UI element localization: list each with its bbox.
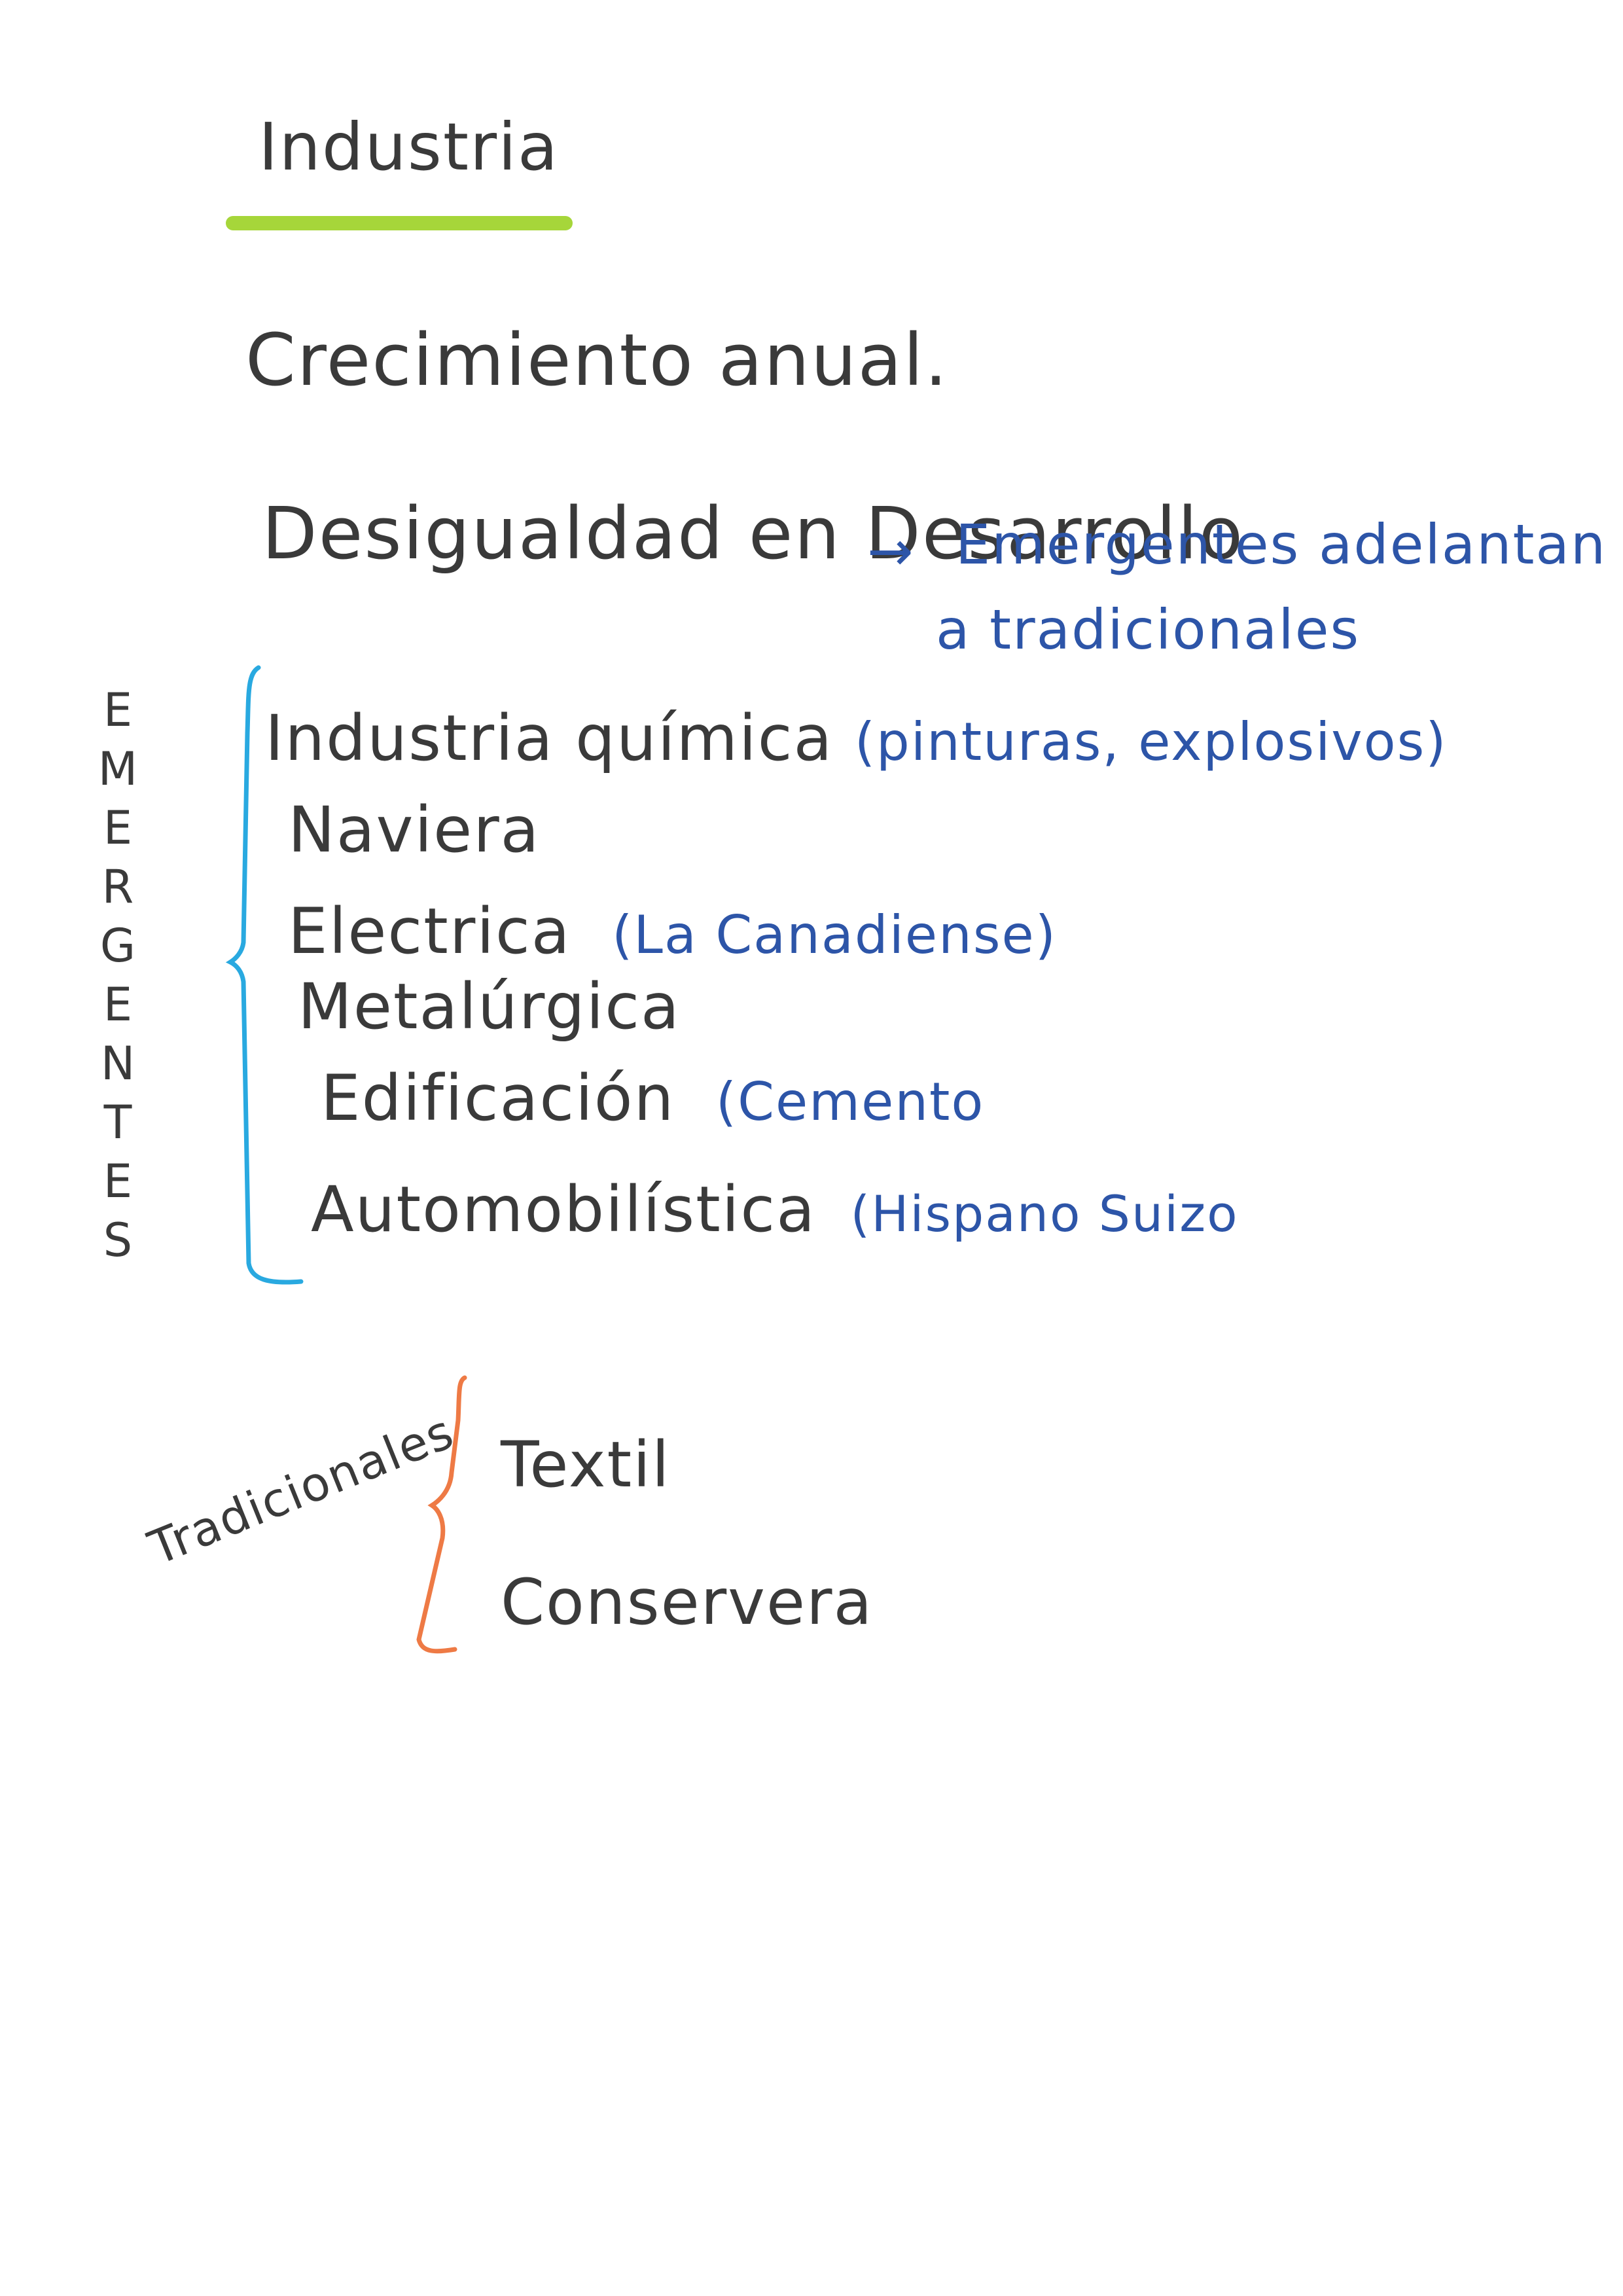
note-crecimiento: Crecimiento anual. bbox=[245, 318, 949, 402]
list-item-naviera: Naviera bbox=[288, 798, 540, 861]
list-item-label: Electrica bbox=[288, 895, 571, 968]
tradicionales-bracket bbox=[416, 1375, 467, 1654]
vertical-letter: R bbox=[101, 860, 134, 914]
list-item-automobilistica: Automobilística (Hispano Suizo bbox=[311, 1178, 1239, 1241]
list-item-edificacion: Edificación (Cemento bbox=[321, 1067, 984, 1130]
vertical-letter: N bbox=[100, 1037, 135, 1090]
list-item-quimica: Industria química (pinturas, explosivos) bbox=[265, 707, 1447, 770]
note-desigualdad: Desigualdad en Desarrollo bbox=[262, 492, 1245, 575]
list-item-electrica: Electrica (La Canadiense) bbox=[288, 900, 1057, 963]
list-item-label: Automobilística bbox=[311, 1173, 817, 1246]
list-item-note: (Cemento bbox=[715, 1071, 985, 1132]
arrow-glyph: → bbox=[867, 519, 915, 583]
list-item-label: Metalúrgica bbox=[298, 970, 681, 1043]
vertical-letter: E bbox=[103, 801, 133, 855]
note-emergentes-adelantan: Emergentes adelantan bbox=[955, 512, 1607, 577]
list-item-textil: Textil bbox=[501, 1428, 671, 1501]
list-item-note: (La Canadiense) bbox=[612, 905, 1057, 965]
vertical-letter: E bbox=[103, 978, 133, 1031]
vertical-letter: E bbox=[103, 683, 133, 737]
vertical-letter: E bbox=[103, 1155, 133, 1208]
list-item-note: (Hispano Suizo bbox=[850, 1185, 1239, 1243]
vertical-letter: G bbox=[99, 919, 136, 973]
list-item-label: Naviera bbox=[288, 793, 541, 867]
list-item-metalurgica: Metalúrgica bbox=[298, 975, 681, 1038]
page-title: Industria bbox=[259, 109, 560, 185]
list-item-label: Industria química bbox=[265, 702, 834, 775]
title-highlight bbox=[226, 216, 573, 230]
emergentes-vertical-label: E M E R G E N T E S bbox=[98, 681, 137, 1270]
list-item-label: Edificación bbox=[321, 1062, 675, 1135]
list-item-conservera: Conservera bbox=[501, 1566, 874, 1639]
emergentes-bracket bbox=[225, 665, 304, 1285]
note-a-tradicionales: a tradicionales bbox=[936, 598, 1361, 662]
list-item-note: (pinturas, explosivos) bbox=[854, 711, 1448, 772]
vertical-letter: T bbox=[103, 1096, 132, 1149]
vertical-letter: M bbox=[98, 742, 138, 796]
vertical-letter: S bbox=[103, 1213, 133, 1267]
